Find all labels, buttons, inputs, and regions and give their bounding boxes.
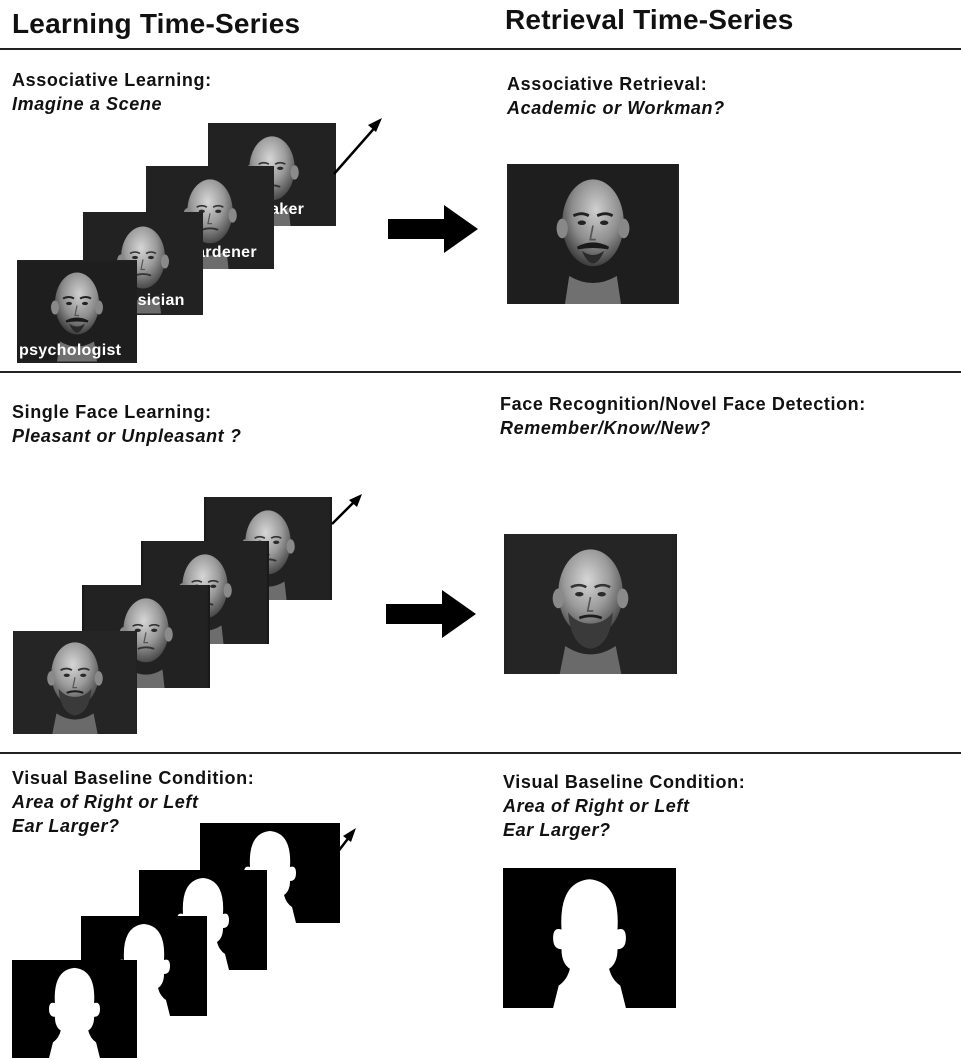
row-divider-1 <box>0 371 961 373</box>
face-photo-icon: psychologist <box>17 260 137 363</box>
single-face-learning-label: Single Face Learning: Pleasant or Unplea… <box>12 400 241 448</box>
head-silhouette-icon <box>12 960 137 1058</box>
visual-baseline-learning-task-line1: Area of Right or Left <box>12 792 199 812</box>
face-recognition-title: Face Recognition/Novel Face Detection: <box>500 394 866 414</box>
visual-baseline-learning-label: Visual Baseline Condition: Area of Right… <box>12 766 254 838</box>
face-recognition-label: Face Recognition/Novel Face Detection: R… <box>500 392 866 440</box>
head-silhouette-icon <box>503 868 676 1008</box>
face-photo-icon <box>13 631 137 734</box>
occupation-label-gardener: gardener <box>186 244 257 261</box>
transition-arrow-icon <box>388 205 480 253</box>
visual-baseline-retrieval-title: Visual Baseline Condition: <box>503 772 746 792</box>
visual-baseline-learning-task-line2: Ear Larger? <box>12 816 120 836</box>
face-recognition-task: Remember/Know/New? <box>500 418 711 438</box>
sequence-arrow-icon <box>328 490 368 530</box>
associative-learning-label: Associative Learning: Imagine a Scene <box>12 68 212 116</box>
single-face-learning-task: Pleasant or Unpleasant ? <box>12 426 242 446</box>
associative-retrieval-task: Academic or Workman? <box>507 98 725 118</box>
sequence-arrow-icon <box>306 822 362 894</box>
header-divider <box>0 48 961 50</box>
associative-learning-task: Imagine a Scene <box>12 94 163 114</box>
occupation-label-psychologist: psychologist <box>19 342 122 359</box>
face-photo-icon <box>504 534 677 674</box>
retrieval-header: Retrieval Time-Series <box>505 4 794 35</box>
visual-baseline-retrieval-task-line1: Area of Right or Left <box>503 796 690 816</box>
single-face-learning-title: Single Face Learning: <box>12 402 212 422</box>
associative-learning-title: Associative Learning: <box>12 70 212 90</box>
visual-baseline-learning-title: Visual Baseline Condition: <box>12 768 255 788</box>
associative-retrieval-title: Associative Retrieval: <box>507 74 708 94</box>
associative-retrieval-label: Associative Retrieval: Academic or Workm… <box>507 72 725 120</box>
sequence-arrow-icon <box>330 112 390 182</box>
visual-baseline-retrieval-task-line2: Ear Larger? <box>503 820 611 840</box>
face-photo-icon <box>507 164 679 304</box>
row-divider-2 <box>0 752 961 754</box>
transition-arrow-icon <box>386 590 478 638</box>
visual-baseline-retrieval-label: Visual Baseline Condition: Area of Right… <box>503 770 745 842</box>
learning-header: Learning Time-Series <box>12 8 301 39</box>
